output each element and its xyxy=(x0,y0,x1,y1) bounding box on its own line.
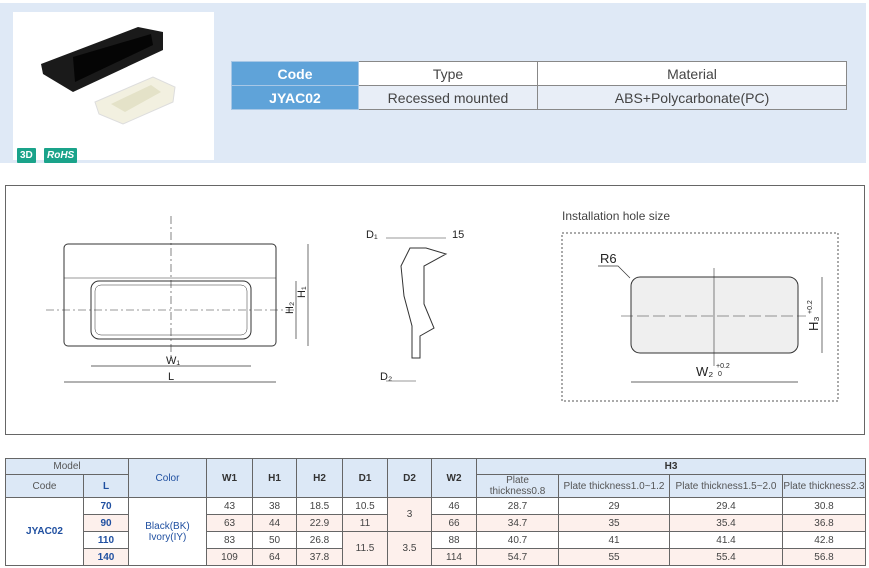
h3-cell: 41.4 xyxy=(669,531,783,549)
l-cell: 140 xyxy=(83,548,129,566)
product-header: 3D RoHS Code Type Material JYAC02 Recess… xyxy=(0,3,866,163)
header-d1: D1 xyxy=(342,458,388,498)
technical-drawing: W₁ L H₂ H₁ D₁ 15 D₂ Installation hole si… xyxy=(5,185,865,435)
header-h3: H3 xyxy=(476,458,866,475)
h1-cell: 64 xyxy=(252,548,297,566)
h3-cell: 34.7 xyxy=(476,514,559,532)
color-cell: Black(BK)Ivory(IY) xyxy=(128,497,207,566)
code-cell: JYAC02 xyxy=(5,497,84,566)
table-row: 110 83 50 26.8 11.5 3.5 88 40.7 41 41.4 … xyxy=(6,531,866,566)
spec-code: JYAC02 xyxy=(231,85,359,110)
h2-cell: 22.9 xyxy=(296,514,343,532)
spec-table: Code Type Material JYAC02 Recessed mount… xyxy=(231,61,847,110)
d1-cell: 11.5 xyxy=(342,531,388,566)
header-code: Code xyxy=(5,474,84,498)
h3-cell: 28.7 xyxy=(476,497,559,515)
header-h3-0: Plate thickness0.8 xyxy=(476,474,559,498)
w2-cell: 114 xyxy=(431,548,477,566)
r6-label: R6 xyxy=(600,251,617,266)
h3-cell: 36.8 xyxy=(782,514,866,532)
h3-cell: 29 xyxy=(558,497,670,515)
side-view xyxy=(386,237,448,382)
w2-label: W₂ xyxy=(696,364,713,379)
d2-label: D₂ xyxy=(380,371,392,383)
h3-label: H₃ xyxy=(806,316,821,331)
h1-cell: 44 xyxy=(252,514,297,532)
header-d2: D2 xyxy=(387,458,432,498)
h3-cell: 55.4 xyxy=(669,548,783,566)
header-model: Model xyxy=(5,458,129,475)
spec-material: ABS+Polycarbonate(PC) xyxy=(537,85,847,110)
hole-view xyxy=(561,232,839,402)
d1-cell: 11 xyxy=(342,514,388,532)
w2-cell: 66 xyxy=(431,514,477,532)
w1-cell: 83 xyxy=(206,531,253,549)
table-row: 140 109 64 37.8 114 54.7 55 55.4 56.8 xyxy=(6,548,866,566)
header-w2: W2 xyxy=(431,458,477,498)
w2-tol-zero: 0 xyxy=(718,371,722,378)
h3-cell: 42.8 xyxy=(782,531,866,549)
hole-title: Installation hole size xyxy=(562,209,670,223)
front-view xyxy=(46,216,309,383)
w1-cell: 43 xyxy=(206,497,253,515)
h3-cell: 35 xyxy=(558,514,670,532)
w2-cell: 46 xyxy=(431,497,477,515)
l-cell: 70 xyxy=(83,497,129,515)
w1-cell: 109 xyxy=(206,548,253,566)
h3-cell: 35.4 xyxy=(669,514,783,532)
product-photo: 3D RoHS xyxy=(13,12,214,163)
header-l: L xyxy=(83,474,129,498)
dimension-table: Model Color W1 H1 H2 D1 D2 W2 H3 Code L … xyxy=(5,458,866,566)
spec-header-type: Type xyxy=(358,61,538,86)
rohs-badge: RoHS xyxy=(44,148,78,163)
d2-cell: 3 xyxy=(387,497,432,532)
spec-header-code: Code xyxy=(231,61,359,86)
header-w1: W1 xyxy=(206,458,253,498)
h3-cell: 40.7 xyxy=(476,531,559,549)
header-h3-1: Plate thickness1.0~1.2 xyxy=(558,474,670,498)
header-h2: H2 xyxy=(296,458,343,498)
spec-type: Recessed mounted xyxy=(358,85,538,110)
h3-cell: 41 xyxy=(558,531,670,549)
l-cell: 110 xyxy=(83,531,129,549)
h2-label: H₂ xyxy=(284,302,296,314)
table-row: JYAC02 70 Black(BK)Ivory(IY) 43 38 18.5 … xyxy=(5,497,866,566)
d2-cell: 3.5 xyxy=(387,531,432,566)
3d-badge: 3D xyxy=(17,148,36,163)
h3-cell: 30.8 xyxy=(782,497,866,515)
color-ivory: Ivory(IY) xyxy=(148,531,187,543)
l-cell: 90 xyxy=(83,514,129,532)
w1-cell: 63 xyxy=(206,514,253,532)
w2-cell: 88 xyxy=(431,531,477,549)
h1-label: H₁ xyxy=(296,286,308,298)
h1-cell: 38 xyxy=(252,497,297,515)
h3-cell: 54.7 xyxy=(476,548,559,566)
d1-cell: 10.5 xyxy=(342,497,388,515)
h2-cell: 26.8 xyxy=(296,531,343,549)
h1-cell: 50 xyxy=(252,531,297,549)
w1-label: W₁ xyxy=(166,355,180,367)
l-label: L xyxy=(168,371,174,383)
h3-cell: 29.4 xyxy=(669,497,783,515)
angle-15-label: 15 xyxy=(452,229,464,241)
d1-label: D₁ xyxy=(366,229,378,241)
h2-cell: 18.5 xyxy=(296,497,343,515)
h3-cell: 56.8 xyxy=(782,548,866,566)
color-black: Black(BK) xyxy=(145,520,190,532)
h3-cell: 55 xyxy=(558,548,670,566)
w2-tol-plus: +0.2 xyxy=(716,363,730,370)
spec-header-material: Material xyxy=(537,61,847,86)
h2-cell: 37.8 xyxy=(296,548,343,566)
header-color: Color xyxy=(128,458,207,498)
handle-image xyxy=(41,27,176,125)
header-h3-2: Plate thickness1.5~2.0 xyxy=(669,474,783,498)
header-h3-3: Plate thickness2.3 xyxy=(782,474,866,498)
h3-tol-plus: +0.2 xyxy=(807,300,814,314)
header-h1: H1 xyxy=(252,458,297,498)
